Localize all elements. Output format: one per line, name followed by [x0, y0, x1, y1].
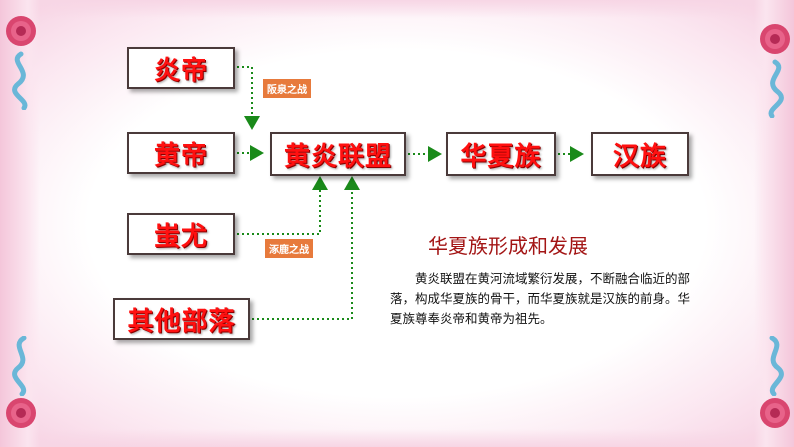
- battle-label-zhuolu: 涿鹿之战: [265, 239, 313, 258]
- node-other-tribes-label: 其他部落: [127, 301, 235, 338]
- node-alliance-label: 黄炎联盟: [284, 136, 392, 173]
- node-alliance: 黄炎联盟: [270, 132, 406, 176]
- node-chiyou-label: 蚩尤: [154, 216, 208, 253]
- node-yandi-label: 炎帝: [154, 50, 208, 87]
- node-chiyou: 蚩尤: [127, 213, 235, 255]
- node-huaxia-label: 华夏族: [460, 136, 541, 173]
- node-other-tribes: 其他部落: [113, 298, 250, 340]
- node-han: 汉族: [591, 132, 689, 176]
- arrow-chiyou-to-alliance: [237, 178, 320, 234]
- node-huangdi-label: 黄帝: [154, 135, 208, 172]
- section-title: 华夏族形成和发展: [428, 230, 588, 259]
- node-huangdi: 黄帝: [127, 132, 235, 174]
- body-paragraph: 黄炎联盟在黄河流域繁衍发展，不断融合临近的部落，构成华夏族的骨干，而华夏族就是汉…: [390, 269, 690, 329]
- node-han-label: 汉族: [613, 136, 667, 173]
- arrow-yandi-to-alliance: [237, 67, 252, 128]
- battle-label-banquan: 阪泉之战: [263, 79, 311, 98]
- node-huaxia: 华夏族: [446, 132, 556, 176]
- node-yandi: 炎帝: [127, 47, 235, 89]
